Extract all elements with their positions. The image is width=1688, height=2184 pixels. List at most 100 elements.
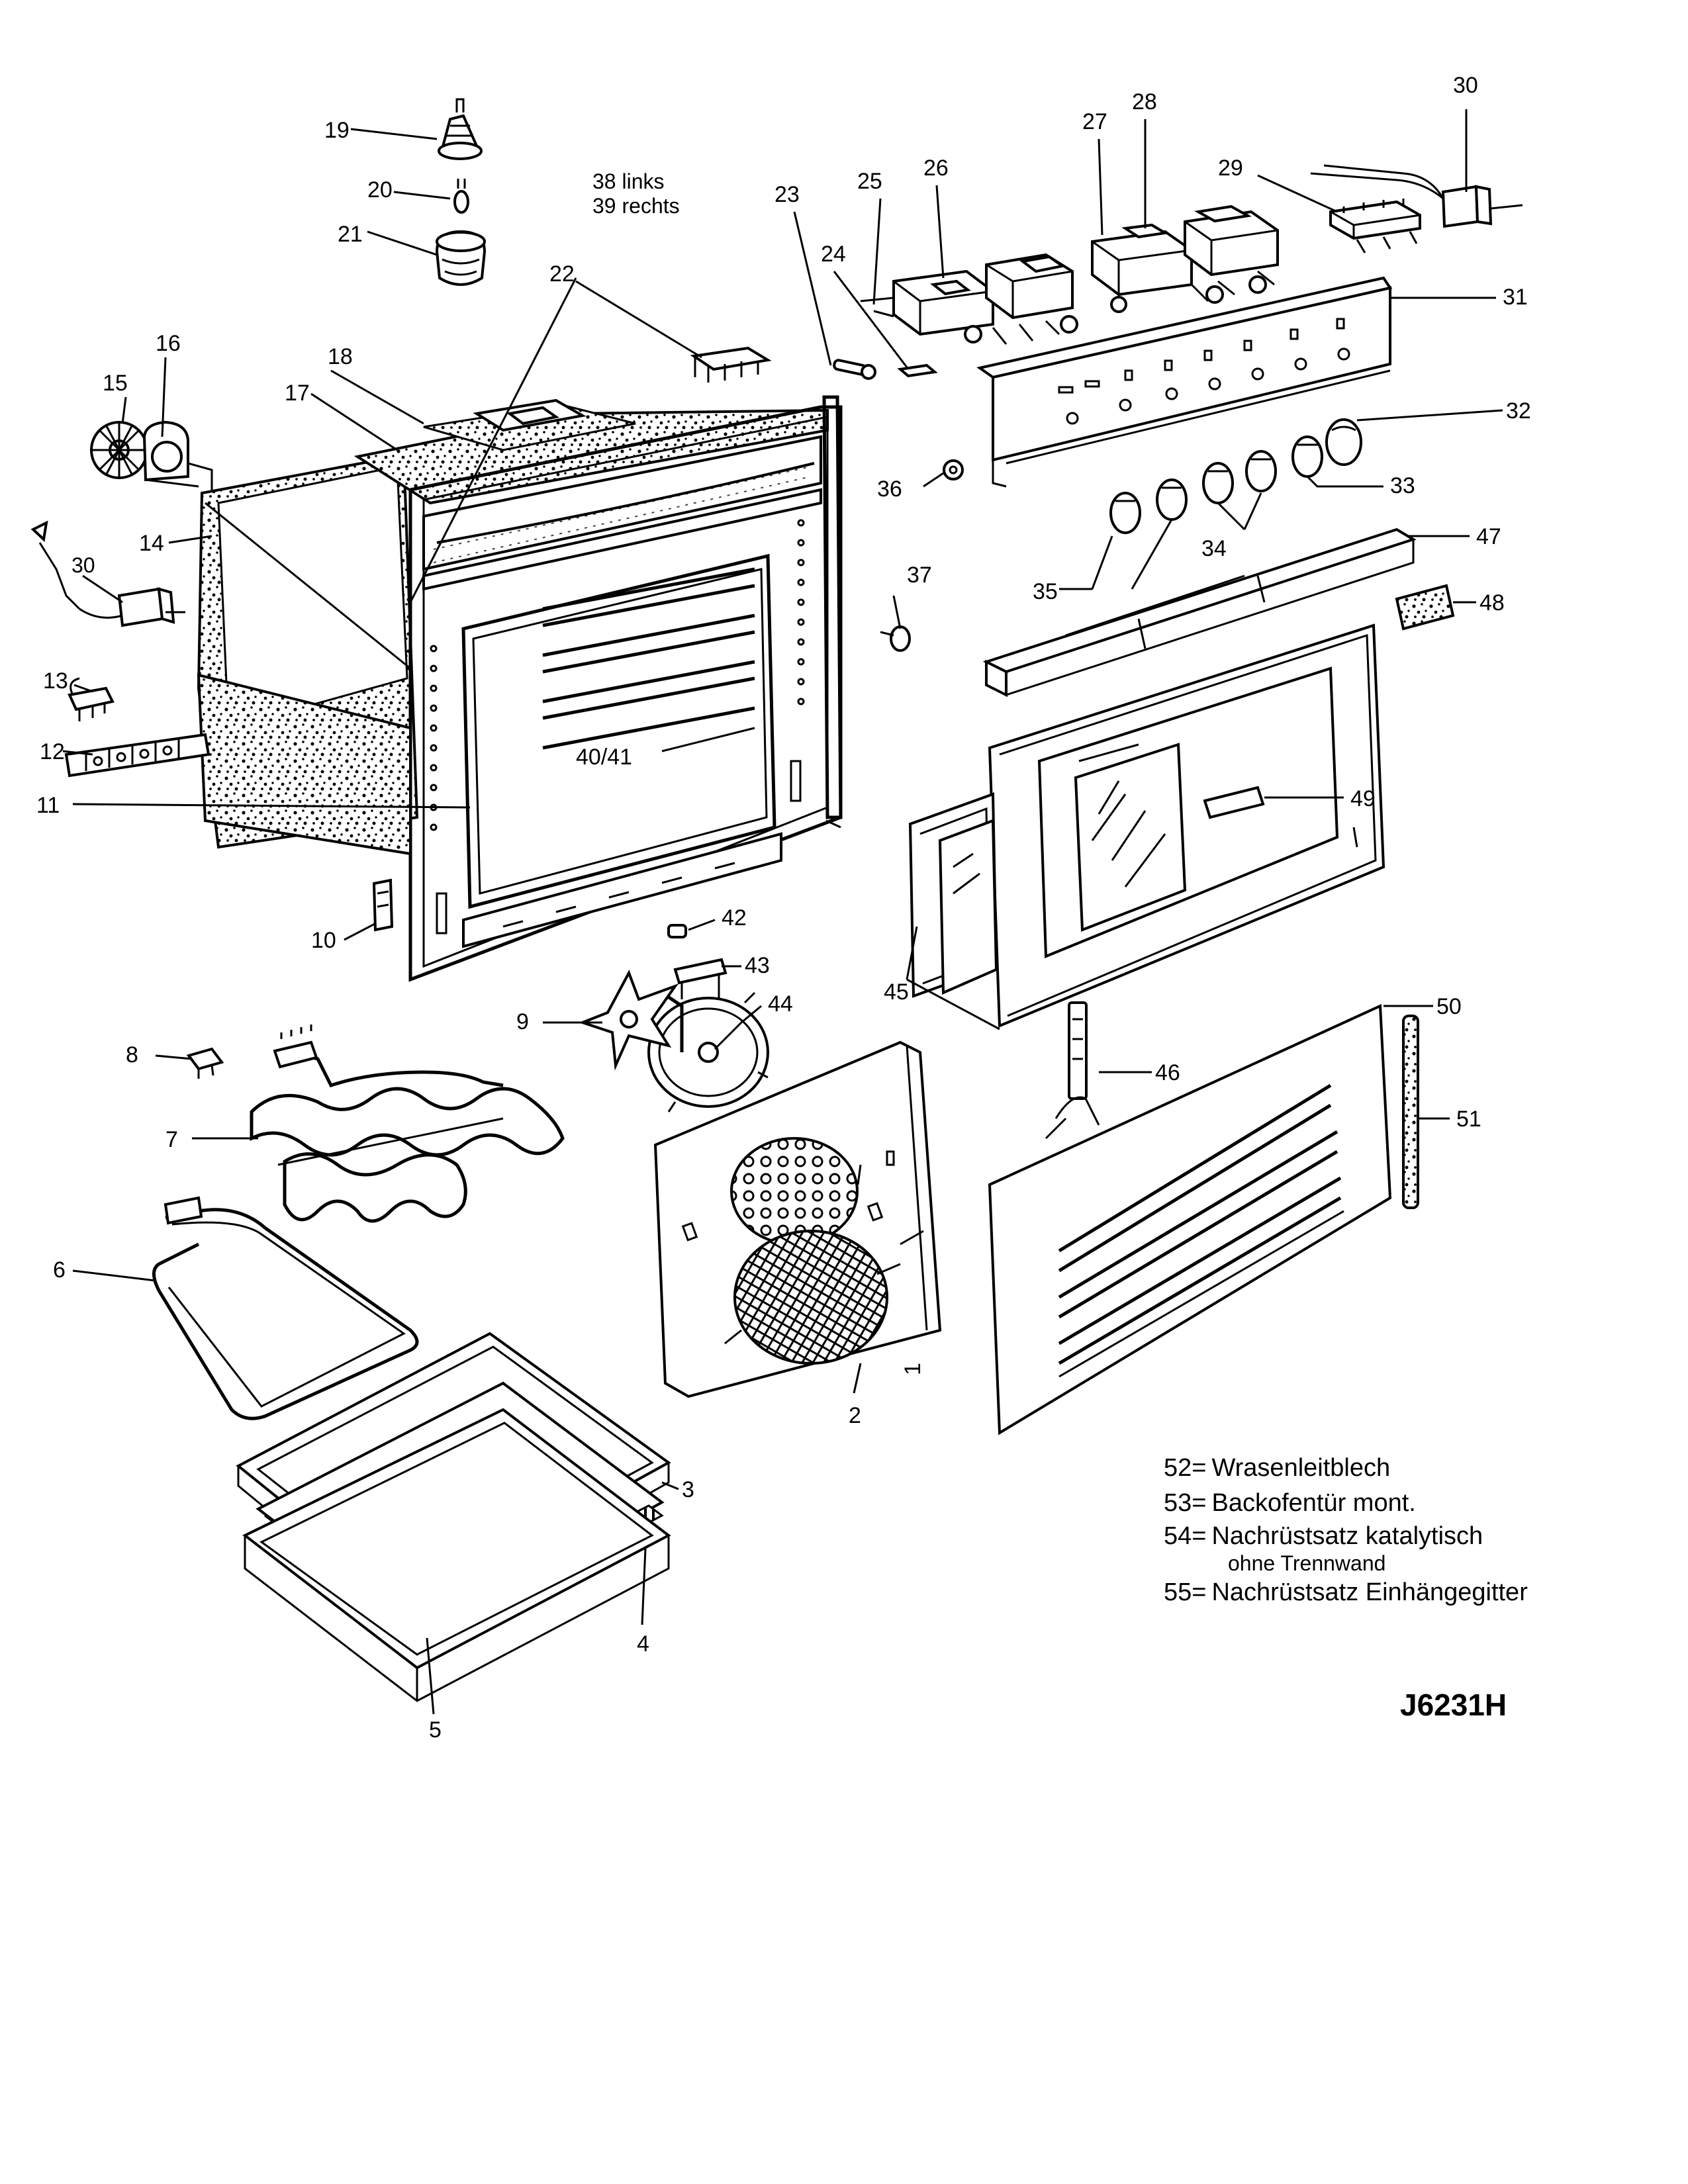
parts-legend: 52=Wrasenleitblech 53=Backofentür mont. … — [1164, 1454, 1528, 1606]
side-perforations-right — [797, 519, 805, 705]
part-15-fan-wheel — [90, 421, 148, 479]
part-27-28-switch-block — [1091, 205, 1279, 313]
callout-1: 1 — [900, 1363, 925, 1375]
callout-30-top: 30 — [1453, 73, 1478, 98]
part-31-control-panel — [976, 276, 1393, 488]
callout-15: 15 — [103, 371, 128, 396]
callout-12: 12 — [40, 739, 65, 764]
side-perforations-left — [430, 645, 438, 831]
part-2-mesh-filter — [724, 1230, 901, 1365]
callout-21: 21 — [338, 222, 363, 247]
callout-5: 5 — [429, 1717, 442, 1743]
callout-11: 11 — [36, 793, 60, 818]
part-47-door-top-trim — [982, 527, 1417, 698]
callout-26: 26 — [923, 156, 949, 181]
legend-54-sub: ohne Trennwand — [1228, 1551, 1385, 1575]
callout-6: 6 — [53, 1257, 66, 1283]
callout-9: 9 — [516, 1009, 529, 1034]
part-8-connector — [186, 1047, 224, 1079]
callout-25: 25 — [857, 169, 882, 194]
callout-31: 31 — [1503, 285, 1528, 310]
panel-holes — [1066, 347, 1350, 425]
part-50-door-outer-panel — [988, 1003, 1392, 1435]
oven-cavity-housing — [197, 395, 843, 982]
legend-53: 53=Backofentür mont. — [1164, 1489, 1416, 1517]
panel-slots — [1058, 318, 1345, 394]
callout-40-41: 40/41 — [576, 745, 632, 770]
part-30-thermostat — [1310, 164, 1523, 228]
part-23-pin — [833, 359, 876, 380]
part-12-terminal-block — [64, 733, 211, 778]
part-7-grill-heater — [250, 1024, 565, 1223]
callout-43: 43 — [745, 953, 770, 978]
part-33-knob — [1291, 435, 1323, 478]
callout-44: 44 — [768, 991, 793, 1017]
svg-text:38 links: 38 links — [592, 169, 665, 193]
part-34-knob-a — [1245, 450, 1277, 492]
callout-16: 16 — [156, 331, 181, 356]
callout-22: 22 — [549, 261, 575, 287]
callout-33: 33 — [1390, 473, 1415, 498]
part-46-hinge — [1045, 1001, 1100, 1140]
callout-13: 13 — [43, 668, 68, 694]
leader-lines — [62, 109, 1503, 1715]
callout-3: 3 — [682, 1477, 694, 1502]
part-51-door-seal-strip — [1402, 1015, 1419, 1209]
callout-28: 28 — [1132, 89, 1157, 114]
part-30-thermostat-left — [30, 520, 185, 627]
legend-52: 52=Wrasenleitblech — [1164, 1454, 1390, 1482]
drawing-code: J6231H — [1400, 1688, 1507, 1722]
part-1-perforated-disc — [730, 1137, 859, 1246]
part-13-connector — [68, 677, 115, 721]
legend-54: 54=Nachrüstsatz katalytisch — [1164, 1522, 1483, 1550]
part-49-door-frame — [988, 623, 1385, 1028]
callout-19: 19 — [324, 118, 350, 143]
callout-24: 24 — [821, 242, 846, 267]
part-35-knob-a — [1156, 478, 1188, 521]
callout-48: 48 — [1479, 590, 1505, 615]
part-20-lamp — [453, 179, 469, 214]
callout-36: 36 — [877, 477, 902, 502]
part-36-washer — [943, 459, 964, 480]
callout-18: 18 — [328, 344, 353, 369]
callout-29: 29 — [1218, 156, 1243, 181]
callout-labels: 19 20 21 22 23 24 25 26 27 28 29 30 31 3… — [36, 73, 1531, 1743]
callout-23: 23 — [774, 182, 800, 207]
callout-51: 51 — [1456, 1107, 1481, 1132]
callout-50: 50 — [1436, 994, 1462, 1019]
callout-17: 17 — [285, 381, 310, 406]
callout-4: 4 — [637, 1631, 649, 1657]
callout-27: 27 — [1082, 109, 1107, 134]
part-16-fan-motor — [142, 420, 213, 490]
callout-45: 45 — [884, 979, 909, 1005]
callout-34: 34 — [1201, 536, 1227, 561]
part-4-deep-tray — [242, 1408, 671, 1702]
callout-49: 49 — [1350, 786, 1376, 811]
svg-text:39 rechts: 39 rechts — [592, 194, 680, 218]
callout-37: 37 — [907, 563, 932, 588]
callout-20: 20 — [367, 177, 393, 203]
legend-55: 55=Nachrüstsatz Einhängegitter — [1164, 1578, 1528, 1606]
callout-14: 14 — [139, 531, 164, 556]
part-42-nut — [667, 924, 687, 938]
part-34-knob-b — [1202, 462, 1234, 504]
part-22-bracket — [690, 346, 772, 383]
part-21-lamp-cover — [435, 230, 487, 286]
side-note-38-39: 38 links 39 rechts — [592, 169, 680, 218]
callout-32: 32 — [1506, 398, 1531, 424]
callout-46: 46 — [1155, 1060, 1180, 1085]
callout-42: 42 — [722, 905, 747, 931]
callout-7: 7 — [165, 1127, 178, 1152]
part-25-26-switch-block — [860, 253, 1078, 345]
callout-10: 10 — [311, 928, 336, 953]
callout-35: 35 — [1033, 579, 1058, 604]
part-35-knob-b — [1109, 492, 1141, 534]
part-48-insulation-block — [1395, 584, 1455, 631]
part-9-fan-blade — [579, 970, 679, 1071]
part-24-clip — [897, 363, 938, 378]
part-45-door-glass — [908, 792, 998, 998]
part-10-hinge-clip — [372, 878, 394, 932]
part-32-knob — [1325, 418, 1362, 466]
callout-47: 47 — [1476, 524, 1501, 549]
